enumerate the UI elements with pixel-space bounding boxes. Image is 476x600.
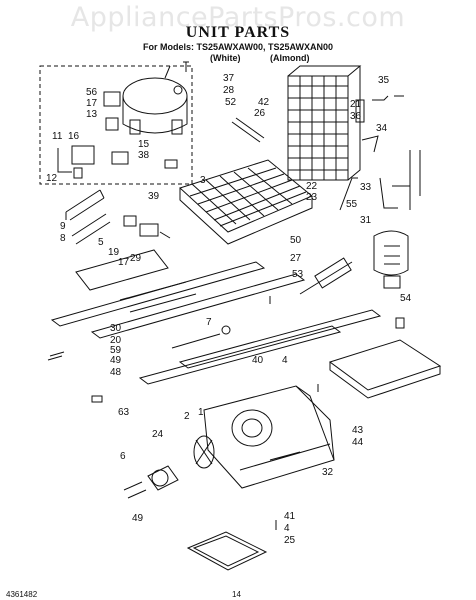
callout-24: 24 (152, 429, 164, 440)
callout-15: 15 (138, 139, 150, 150)
callout-40: 40 (252, 355, 264, 366)
callout-63: 63 (118, 407, 130, 418)
callout-21: 21 (350, 99, 362, 110)
variant-white-label: (White) (210, 53, 241, 63)
callout-16: 16 (68, 131, 80, 142)
callout-23: 23 (306, 192, 318, 203)
callout-35: 35 (378, 75, 390, 86)
callout-22: 22 (306, 181, 318, 192)
callout-29: 29 (130, 253, 142, 264)
callout-5: 5 (98, 237, 104, 248)
callout-36: 36 (350, 111, 362, 122)
fan-motor (123, 435, 215, 499)
callout-56: 56 (86, 87, 98, 98)
callout-49: 49 (110, 355, 122, 366)
callout-13: 13 (86, 109, 98, 120)
suction-tubes (65, 189, 111, 245)
callout-49-b: 49 (132, 513, 144, 524)
switch-parts (123, 215, 171, 239)
callout-44: 44 (352, 437, 364, 448)
callout-55: 55 (346, 199, 358, 210)
drain-pan (186, 531, 268, 571)
page-number: 14 (232, 590, 241, 599)
callout-32: 32 (322, 467, 334, 478)
callout-48: 48 (110, 367, 122, 378)
callout-1: 1 (198, 407, 204, 418)
callout-25: 25 (284, 535, 296, 546)
condenser-coil (179, 159, 313, 245)
callout-20: 20 (110, 335, 122, 346)
page-title: UNIT PARTS (185, 24, 291, 41)
callout-52: 52 (225, 97, 237, 108)
callout-42: 42 (258, 97, 270, 108)
watermark-text: AppliancePartsPros.com (70, 2, 406, 33)
callout-9: 9 (60, 221, 66, 232)
tubes-parts (231, 95, 421, 211)
drain-cover (328, 317, 442, 399)
callout-2: 2 (184, 411, 190, 422)
callout-30: 30 (110, 323, 122, 334)
callout-59: 59 (110, 345, 122, 356)
evaporator-coil (287, 65, 362, 181)
callout-27: 27 (290, 253, 302, 264)
callout-39: 39 (148, 191, 160, 202)
callout-26: 26 (254, 108, 266, 119)
relay-parts (57, 91, 178, 179)
base-rails (50, 249, 382, 385)
callout-8: 8 (60, 233, 66, 244)
callout-3: 3 (200, 175, 206, 186)
screws (47, 61, 319, 530)
callout-12: 12 (46, 173, 58, 184)
compressor-group-box (39, 65, 193, 185)
callout-41: 41 (284, 511, 296, 522)
variant-almond-label: (Almond) (270, 53, 310, 63)
callout-37: 37 (223, 73, 235, 84)
callout-31: 31 (360, 215, 372, 226)
compressor-part (122, 65, 188, 135)
callout-17: 17 (86, 98, 98, 109)
callout-11: 11 (52, 131, 63, 142)
callout-34: 34 (376, 123, 388, 134)
callout-54: 54 (400, 293, 412, 304)
callout-53: 53 (292, 269, 304, 280)
callout-50: 50 (290, 235, 302, 246)
callout-4: 4 (282, 355, 288, 366)
callout-4-b: 4 (284, 523, 290, 534)
callout-19: 19 (108, 247, 120, 258)
callout-33: 33 (360, 182, 372, 193)
callout-28: 28 (223, 85, 235, 96)
models-line: For Models: TS25AWXAW00, TS25AWXAN00 (142, 42, 334, 52)
callout-6: 6 (120, 451, 126, 462)
callout-7: 7 (206, 317, 212, 328)
footer-code: 4361482 (6, 590, 38, 599)
machine-base (203, 385, 335, 489)
callout-38: 38 (138, 150, 150, 161)
callout-17-b: 17 (118, 257, 130, 268)
callout-43: 43 (352, 425, 364, 436)
wiring-harness (299, 230, 409, 295)
